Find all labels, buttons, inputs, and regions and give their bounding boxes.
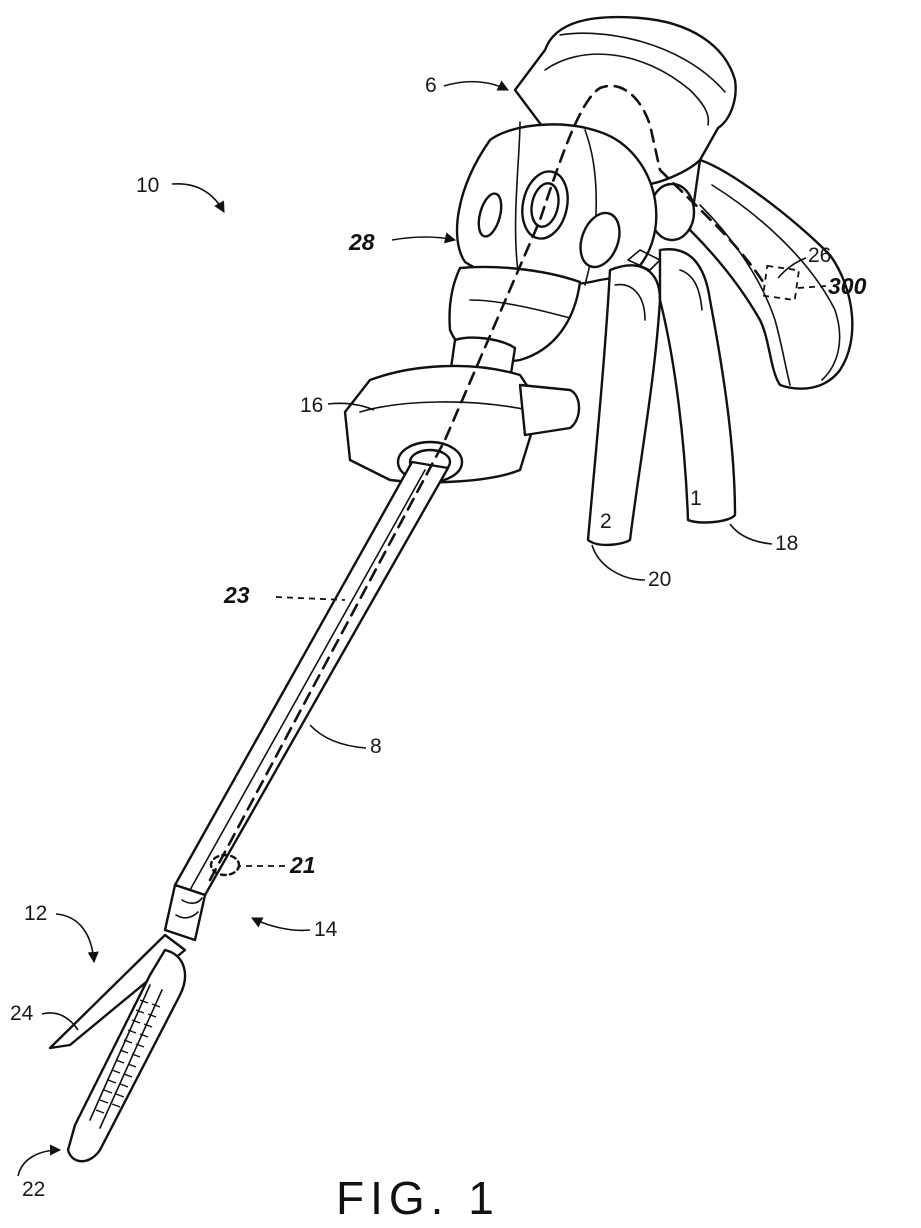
label-16: 16 bbox=[300, 394, 323, 417]
label-8: 8 bbox=[370, 735, 382, 758]
trigger-2-shape bbox=[588, 265, 660, 545]
label-10: 10 bbox=[136, 174, 159, 197]
label-18: 18 bbox=[775, 532, 798, 555]
label-6: 6 bbox=[425, 74, 437, 97]
label-24: 24 bbox=[10, 1002, 34, 1025]
trigger-2-mark: 2 bbox=[600, 510, 612, 533]
end-effector bbox=[50, 935, 185, 1161]
label-14: 14 bbox=[314, 918, 338, 941]
label-28: 28 bbox=[348, 229, 375, 255]
figure-caption: FIG. 1 bbox=[336, 1172, 500, 1224]
label-12: 12 bbox=[24, 902, 47, 925]
rotation-knob bbox=[345, 366, 579, 482]
label-22: 22 bbox=[22, 1178, 45, 1201]
trigger-1-mark: 1 bbox=[690, 487, 702, 510]
label-26: 26 bbox=[808, 244, 831, 267]
label-21: 21 bbox=[289, 852, 316, 878]
label-23: 23 bbox=[223, 582, 250, 608]
label-20: 20 bbox=[648, 568, 671, 591]
shaft bbox=[175, 462, 448, 895]
label-300: 300 bbox=[828, 273, 867, 299]
